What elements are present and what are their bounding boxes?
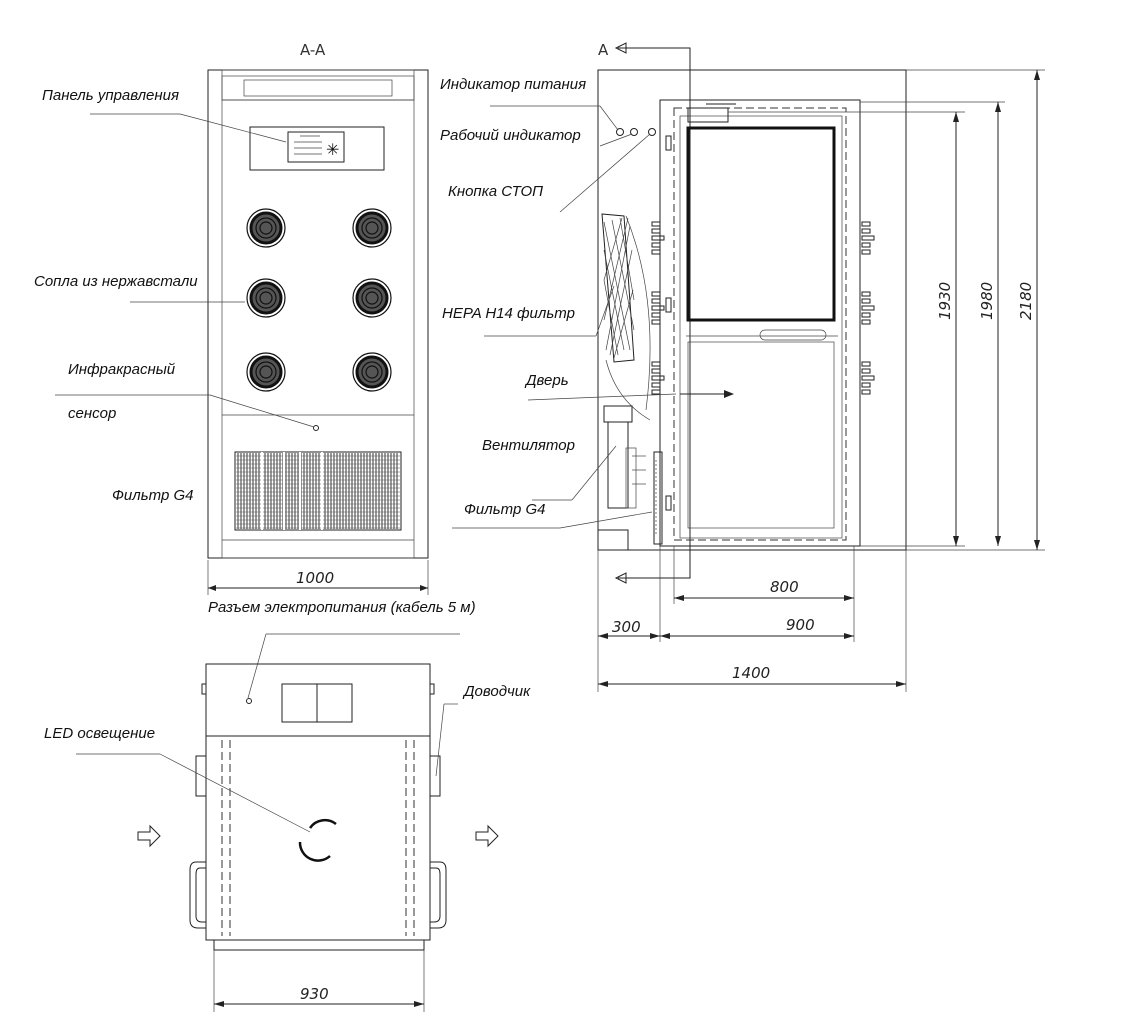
label-door: Дверь bbox=[524, 372, 569, 389]
front-view: A-A ✳ 1000 bbox=[207, 41, 429, 595]
door-closer-plan bbox=[429, 755, 441, 797]
dim-height-1930: 1930 bbox=[936, 282, 954, 320]
label-hepa-filter: HEPA H14 фильтр bbox=[442, 305, 575, 322]
label-led-light: LED освещение bbox=[44, 725, 155, 742]
door-closer bbox=[687, 107, 729, 123]
side-nozzle-stubs bbox=[651, 221, 875, 395]
nozzle bbox=[352, 352, 392, 392]
door-handle bbox=[759, 329, 827, 341]
nozzle bbox=[246, 352, 286, 392]
label-door-closer: Доводчик bbox=[462, 683, 531, 700]
door-window bbox=[686, 126, 836, 322]
plan-leaders bbox=[76, 633, 460, 833]
plan-body bbox=[205, 735, 431, 941]
dim-height-2180: 2180 bbox=[1017, 282, 1035, 320]
nozzle bbox=[246, 208, 286, 248]
dim-height-1980: 1980 bbox=[978, 282, 996, 320]
g4-filter-side bbox=[653, 451, 663, 545]
side-nozzle bbox=[861, 221, 875, 255]
dim-front-width: 1000 bbox=[296, 569, 334, 587]
label-g4-filter-front: Фильтр G4 bbox=[112, 487, 193, 504]
nozzle bbox=[246, 278, 286, 318]
dim-total-length: 1400 bbox=[732, 664, 770, 682]
side-nozzle bbox=[861, 291, 875, 325]
section-label-a: A bbox=[598, 41, 609, 59]
label-g4-filter-side: Фильтр G4 bbox=[464, 501, 545, 518]
side-cabinet-outline bbox=[597, 69, 907, 551]
nozzle-group bbox=[246, 208, 392, 392]
side-nozzle bbox=[651, 221, 665, 255]
svg-text:✳: ✳ bbox=[326, 140, 339, 159]
label-fan: Вентилятор bbox=[482, 437, 575, 454]
flow-arrow-out bbox=[475, 824, 499, 848]
side-nozzle bbox=[861, 361, 875, 395]
nozzle bbox=[352, 278, 392, 318]
dim-door-width: 800 bbox=[770, 578, 799, 596]
power-connector bbox=[246, 698, 252, 704]
side-view: A bbox=[597, 41, 1045, 692]
label-ir-sensor-1: Инфракрасный bbox=[68, 361, 176, 378]
label-power-connector: Разъем электропитания (кабель 5 м) bbox=[208, 599, 476, 616]
flow-arrow-in bbox=[137, 824, 161, 848]
side-nozzle bbox=[651, 291, 665, 325]
power-indicator bbox=[616, 128, 624, 136]
nozzle bbox=[352, 208, 392, 248]
dim-plan-width: 930 bbox=[300, 985, 329, 1003]
control-panel bbox=[249, 126, 385, 171]
front-leaders bbox=[55, 113, 315, 428]
dim-side-900: 900 bbox=[786, 616, 815, 634]
label-power-indicator: Индикатор питания bbox=[440, 76, 586, 93]
g4-filter-grille bbox=[234, 451, 402, 531]
control-panel-display bbox=[287, 131, 345, 163]
label-stop-button: Кнопка СТОП bbox=[448, 183, 543, 200]
ir-sensor bbox=[313, 425, 319, 431]
side-nozzle bbox=[651, 361, 665, 395]
led-light bbox=[308, 818, 337, 829]
dim-side-300: 300 bbox=[612, 618, 641, 636]
label-work-indicator: Рабочий индикатор bbox=[440, 127, 581, 144]
plan-view: 930 bbox=[137, 663, 499, 1012]
label-control-panel: Панель управления bbox=[42, 87, 179, 104]
work-indicator bbox=[630, 128, 638, 136]
label-ir-sensor-2: сенсор bbox=[68, 405, 116, 422]
stop-button bbox=[648, 128, 656, 136]
fan bbox=[603, 405, 633, 423]
label-nozzles: Сопла из нержавстали bbox=[34, 273, 198, 290]
section-label-a-a: A-A bbox=[300, 41, 326, 59]
labels: Панель управления Индикатор питания Рабо… bbox=[34, 76, 586, 742]
side-leaders bbox=[452, 105, 677, 529]
plan-top-unit bbox=[205, 663, 431, 737]
